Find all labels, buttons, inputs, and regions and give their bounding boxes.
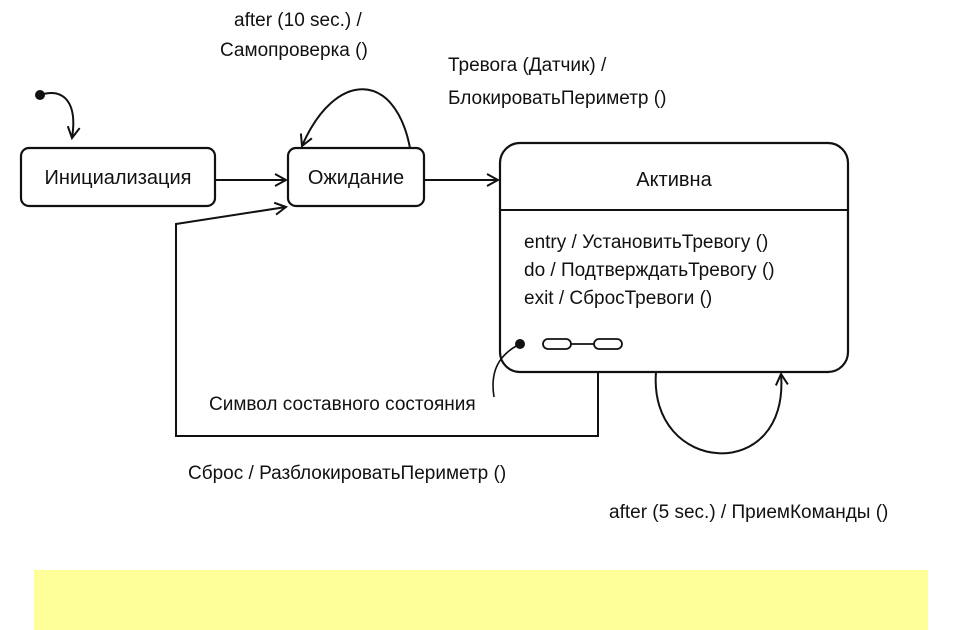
transition-active-self-label: after (5 sec.) / ПриемКоманды () xyxy=(609,502,888,523)
transition-active-to-waiting xyxy=(175,207,599,437)
composite-symbol-annotation: Символ составного состояния xyxy=(209,394,476,415)
transition-active-self-loop xyxy=(654,372,782,455)
composite-symbol-leader-line xyxy=(492,343,521,398)
state-active-entry-activity: entry / УстановитьТревогу () xyxy=(524,232,768,253)
state-waiting: Ожидание xyxy=(286,146,426,208)
initial-transition-arrow xyxy=(39,92,73,138)
transition-waiting-self-label-2: Самопроверка () xyxy=(220,40,368,61)
transition-waiting-to-active-label-1: Тревога (Датчик) / xyxy=(448,55,607,76)
state-active-box xyxy=(498,141,850,374)
state-active: Активна entry / УстановитьТревогу () do … xyxy=(498,141,850,374)
state-active-exit-activity: exit / СбросТревоги () xyxy=(524,288,712,309)
transition-waiting-self-loop xyxy=(302,88,411,149)
state-active-do-activity: do / ПодтверждатьТревогу () xyxy=(524,260,775,281)
state-initialization: Инициализация xyxy=(19,146,217,208)
state-initialization-box xyxy=(19,146,217,208)
state-initialization-label: Инициализация xyxy=(45,167,192,189)
highlight-band xyxy=(34,570,928,630)
state-machine-diagram: Инициализация Ожидание Активна entry / У… xyxy=(19,10,888,523)
transition-waiting-self-label-1: after (10 sec.) / xyxy=(234,10,362,31)
transition-waiting-to-active-label-2: БлокироватьПериметр () xyxy=(448,88,666,109)
transition-active-to-waiting-label: Сброс / РазблокироватьПериметр () xyxy=(188,463,506,484)
composite-state-icon xyxy=(515,338,623,350)
state-active-label: Активна xyxy=(636,169,712,191)
state-waiting-label: Ожидание xyxy=(308,167,404,189)
state-waiting-box xyxy=(286,146,426,208)
